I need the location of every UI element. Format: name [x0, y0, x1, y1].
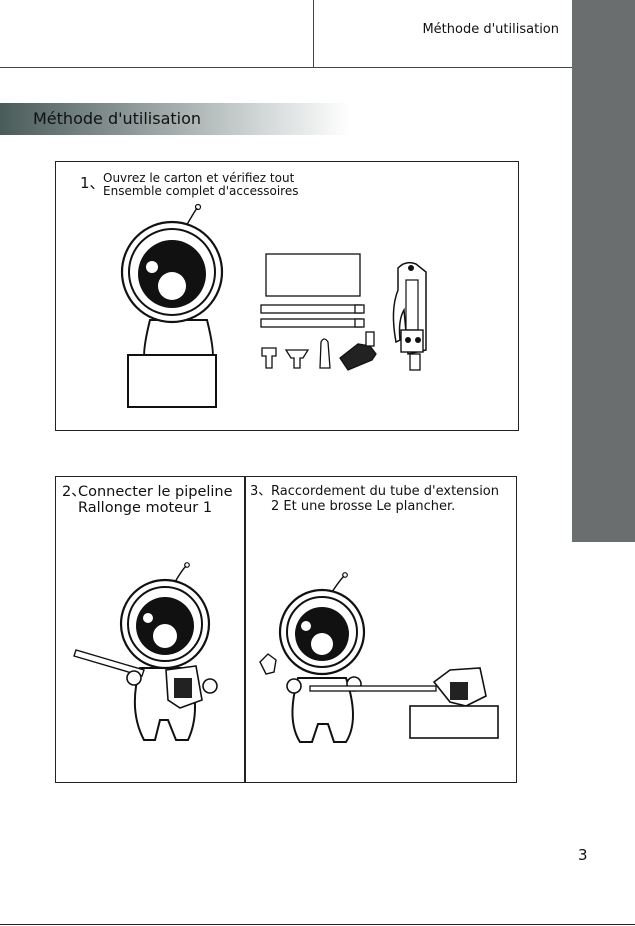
step3-line1: Raccordement du tube d'extension: [271, 485, 499, 499]
section-banner: Méthode d'utilisation: [0, 103, 350, 135]
page-number: 3: [578, 846, 588, 864]
section-title: Méthode d'utilisation: [33, 109, 201, 128]
step3-line2: 2 Et une brosse Le plancher.: [271, 500, 455, 514]
step2-line1: Connecter le pipeline: [78, 484, 233, 500]
header-bottom-rule: [0, 67, 572, 68]
step3-number: 3、: [250, 485, 271, 498]
accessories-illustration: [258, 250, 478, 380]
step1-number: 1、: [80, 172, 105, 193]
header-divider: [313, 0, 314, 67]
step1-line2: Ensemble complet d'accessoires: [103, 185, 298, 198]
step2-3-divider: [244, 477, 246, 782]
mascot-with-box-illustration: [115, 200, 235, 410]
side-tab: [572, 0, 635, 542]
footer-rule: [0, 924, 635, 925]
mascot-connecting-pipe-illustration: [70, 560, 240, 750]
step2-line2: Rallonge moteur 1: [78, 500, 212, 516]
header-title: Méthode d'utilisation: [422, 22, 559, 37]
mascot-attaching-brush-illustration: [254, 570, 514, 760]
